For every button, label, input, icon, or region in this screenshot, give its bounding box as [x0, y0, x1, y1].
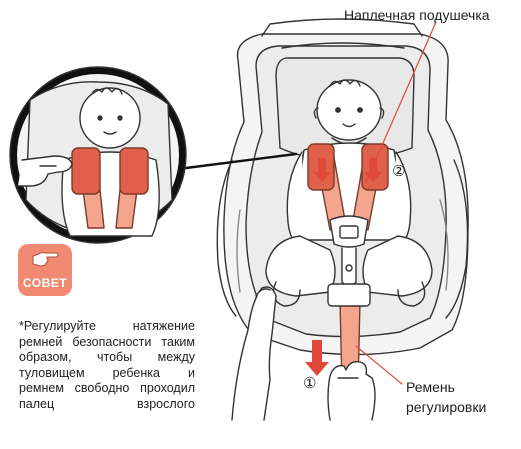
step-1-number: ①	[303, 374, 316, 392]
adult-right-hand	[328, 362, 375, 420]
adjust-strap-label: Ремень регулировки	[406, 377, 516, 417]
tip-badge: СОВЕТ	[18, 244, 72, 296]
tip-label: СОВЕТ	[18, 276, 72, 290]
step-2-number: ②	[392, 162, 405, 180]
pointing-hand-icon	[31, 250, 59, 268]
shoulder-pad-label: Наплечная подушечка	[344, 7, 490, 24]
tip-note: *Регулируйте натяжение ремней безопаснос…	[19, 319, 195, 412]
